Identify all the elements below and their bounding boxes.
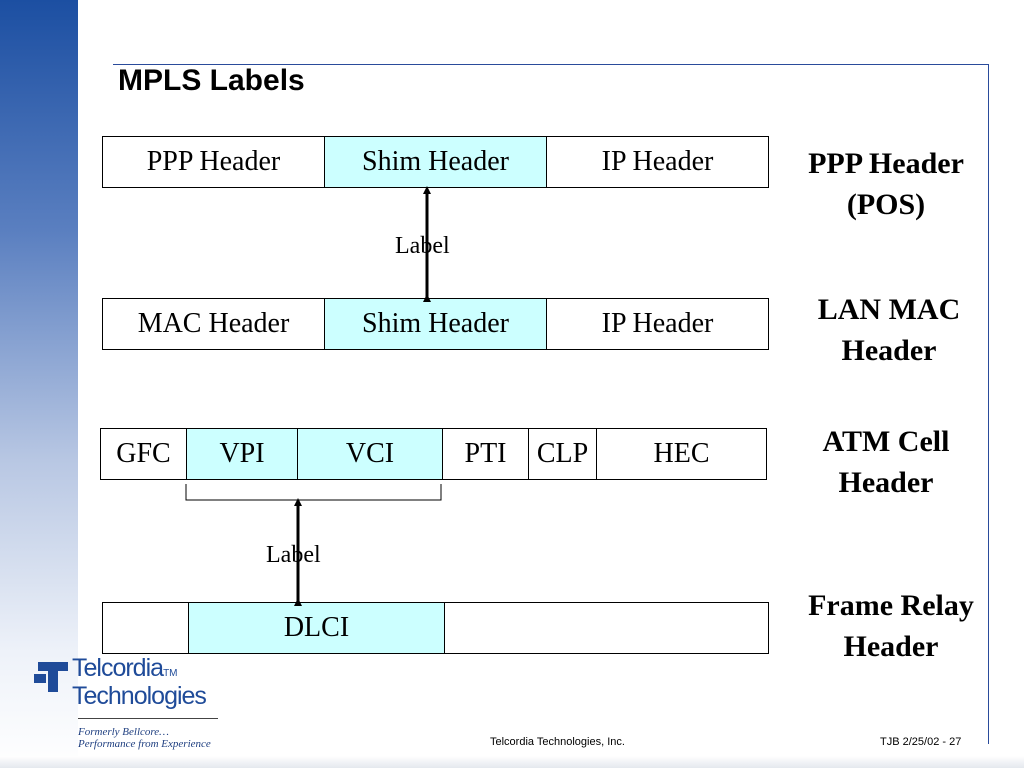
vci-cell: VCI (298, 429, 443, 479)
mac-header-row: MAC Header Shim Header IP Header (102, 298, 769, 350)
bottom-band (0, 756, 1024, 768)
frame-relay-empty-cell (103, 603, 189, 653)
ip-header-cell: IP Header (601, 308, 714, 339)
footer-company: Telcordia Technologies, Inc. (490, 736, 625, 748)
gfc-cell: GFC (101, 429, 187, 479)
vpi-vci-bracket (185, 484, 442, 501)
frame-relay-header-row: DLCI (102, 602, 769, 654)
footer-slide-ref: TJB 2/25/02 - 27 (880, 736, 962, 748)
clp-cell: CLP (529, 429, 597, 479)
logo-wordmark-line2: Technologies (72, 682, 207, 710)
logo-wordmark-line1: TelcordiaTM (72, 654, 178, 682)
company-logo: TelcordiaTM Technologies Formerly Bellco… (30, 650, 230, 750)
hec-cell: HEC (653, 438, 710, 469)
atm-cell-header-row: GFC VPI VCI PTI CLP HEC (100, 428, 767, 480)
shim-header-cell: Shim Header (325, 137, 547, 187)
frame-relay-side-label: Frame Relay Header (808, 589, 974, 663)
frame-right-line (988, 64, 989, 744)
lan-mac-side-label: LAN MAC Header (817, 293, 961, 367)
vpi-cell: VPI (187, 429, 298, 479)
ip-header-cell: IP Header (601, 146, 714, 177)
pti-cell: PTI (443, 429, 529, 479)
logo-tagline-former: Formerly Bellcore… (78, 726, 169, 738)
atm-side-label: ATM Cell Header (822, 425, 950, 499)
logo-divider (78, 718, 218, 719)
logo-tagline-slogan: Performance from Experience (78, 738, 211, 750)
slide-title: MPLS Labels (118, 64, 305, 97)
dlci-cell: DLCI (189, 603, 445, 653)
shim-header-cell: Shim Header (325, 299, 547, 349)
ppp-header-row: PPP Header Shim Header IP Header (102, 136, 769, 188)
lower-label-text: Label (266, 542, 321, 568)
ppp-side-label: PPP Header (POS) (808, 147, 964, 221)
mac-header-cell: MAC Header (103, 299, 325, 349)
sidebar-gradient (0, 0, 78, 768)
frame-top-line (113, 64, 989, 65)
telcordia-logo-mark-icon (34, 662, 68, 692)
ppp-header-cell: PPP Header (103, 137, 325, 187)
upper-label-text: Label (395, 233, 450, 259)
